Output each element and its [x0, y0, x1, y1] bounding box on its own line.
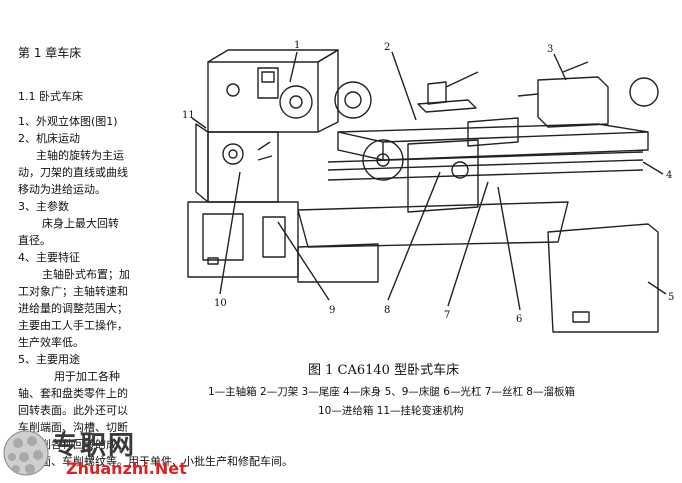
figure-legend-line-2: 10—进给箱 11—挂轮变速机构: [318, 405, 464, 417]
line-18: 回转表面。此外还可以: [18, 404, 128, 417]
line-17: 轴、套和盘类零件上的: [18, 387, 128, 400]
feed-box: [207, 131, 279, 203]
line-19: 车削端面、沟槽、切断: [18, 421, 128, 434]
line-16: 用于加工各种: [54, 370, 120, 383]
watermark-cn: 专职网: [52, 431, 137, 461]
apron: [407, 139, 479, 213]
line-15: 5、主要用途: [18, 353, 80, 366]
line-8: 直径。: [18, 234, 51, 247]
callout-11: 11: [182, 110, 195, 121]
line-6: 3、主参数: [18, 200, 69, 213]
line-1: 1、外观立体图(图1): [18, 115, 118, 128]
line-21: 形表面、车削螺纹等。用于单件、小批生产和修配车间。: [18, 455, 293, 468]
section-title: 1.1 卧式车床: [18, 90, 83, 103]
callout-4: 4: [666, 170, 672, 181]
line-2: 2、机床运动: [18, 132, 80, 145]
line-5: 移动为进给运动。: [18, 183, 106, 196]
line-13: 主要由工人手工操作，: [18, 319, 128, 332]
tailstock: [537, 76, 609, 128]
watermark-en: Zhuanzhi.Net: [66, 459, 187, 478]
line-3: 主轴的旋转为主运: [36, 149, 124, 162]
chip-pan: [297, 201, 569, 248]
bed-top: [337, 123, 649, 143]
callout-6: 6: [516, 314, 522, 325]
callout-3: 3: [547, 44, 553, 55]
callout-2: 2: [384, 42, 390, 53]
right-leg: [547, 223, 659, 333]
line-10: 主轴卧式布置；加: [42, 268, 130, 281]
callout-9: 9: [329, 305, 335, 316]
figure-caption: 图 1 CA6140 型卧式车床: [308, 363, 460, 378]
line-7: 床身上最大回转: [42, 217, 119, 230]
chapter-title: 第 1 章车床: [18, 46, 82, 60]
line-11: 工对象广；主轴转速和: [18, 285, 128, 298]
callout-10: 10: [214, 298, 227, 309]
watermark-logo-icon: [3, 430, 49, 476]
tailstock-handwheel: [629, 77, 659, 107]
lathe-illustration: 1 2 3 4 5 6 7 8 9 10 11: [182, 40, 674, 333]
apron-handwheel: [362, 139, 404, 181]
line-14: 生产效率低。: [18, 336, 84, 349]
tool-post: [417, 99, 477, 113]
figure-legend-line-1: 1—主轴箱 2—刀架 3—尾座 4—床身 5、9—床腿 6—光杠 7—丝杠 8—…: [208, 386, 575, 398]
line-9: 4、主要特征: [18, 251, 80, 264]
line-4: 动，刀架的直线或曲线: [18, 166, 128, 179]
callout-7: 7: [444, 310, 450, 321]
callout-8: 8: [384, 305, 390, 316]
headstock-handwheel: [279, 85, 313, 119]
callout-5: 5: [668, 292, 674, 303]
callout-1: 1: [294, 40, 300, 51]
line-12: 进给量的调整范围大；: [18, 302, 128, 315]
chuck: [334, 81, 372, 119]
